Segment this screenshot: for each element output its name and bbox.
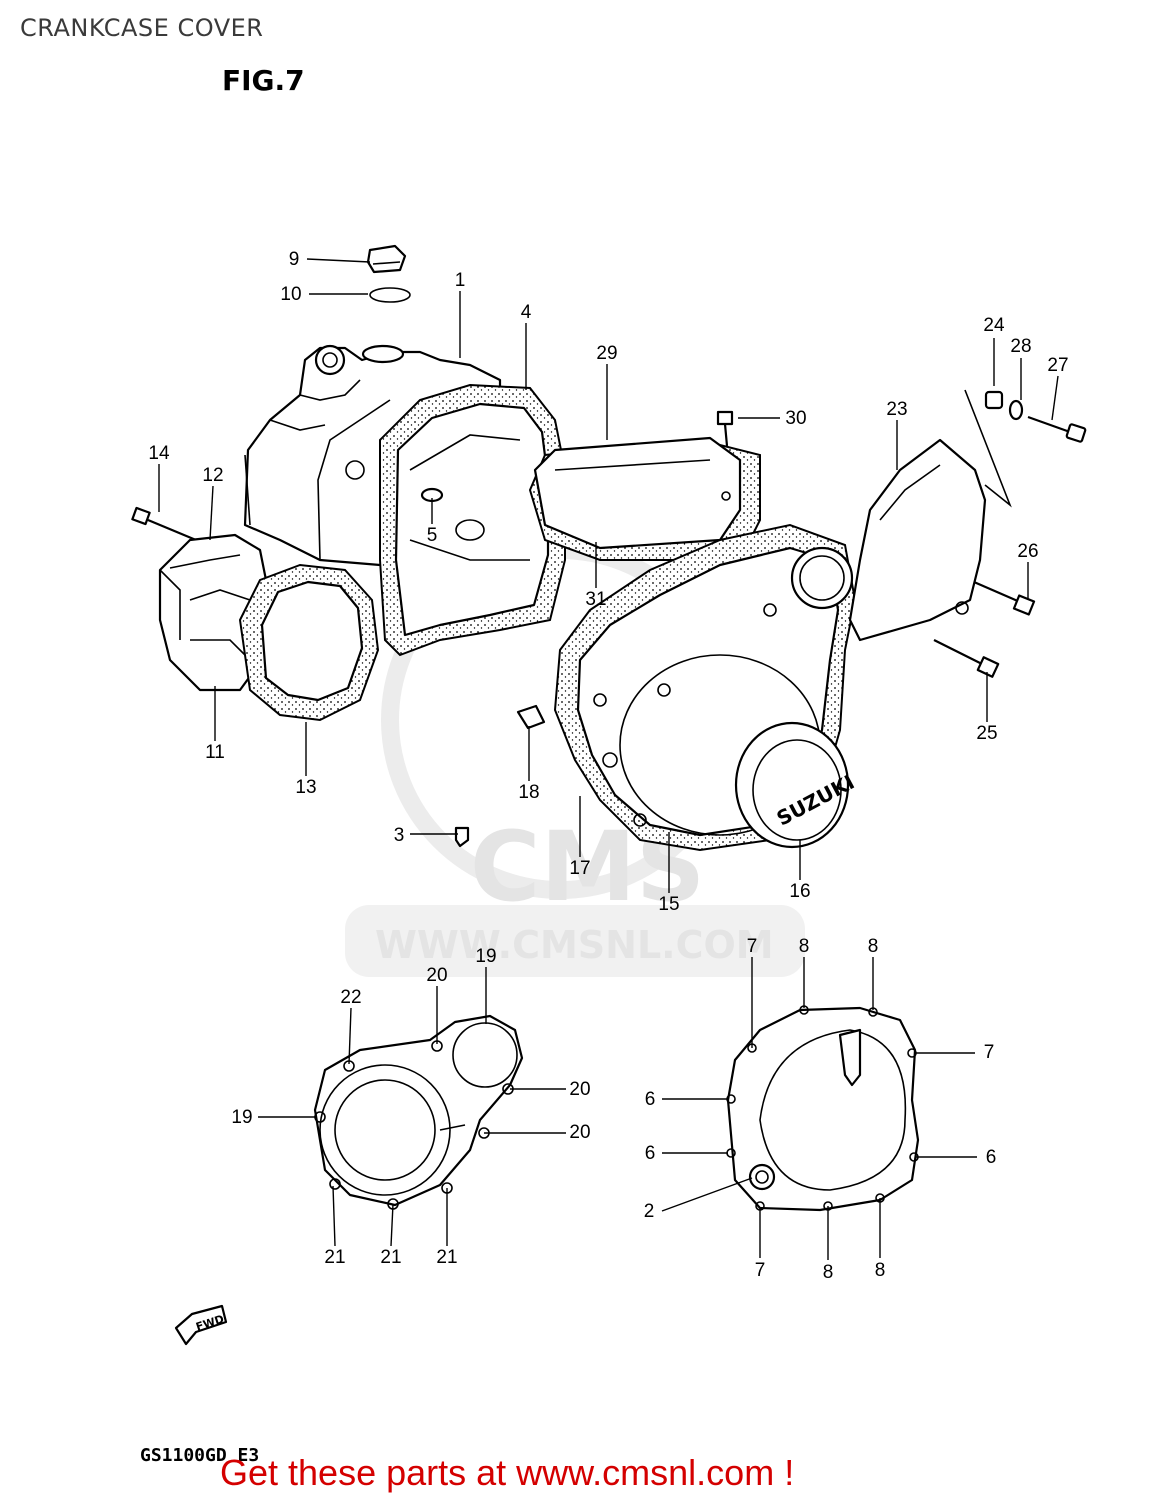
gasket-clutch-side — [726, 1005, 920, 1212]
callout-leader — [390, 1203, 394, 1247]
part-callout-number: 11 — [205, 742, 225, 763]
part-callout-number: 9 — [289, 249, 300, 270]
part-callout-number: 18 — [518, 782, 539, 803]
bolt-26 — [973, 580, 1036, 616]
part-callout-number: 12 — [202, 465, 223, 486]
callout-leader — [348, 1007, 352, 1065]
part-callout-number: 30 — [785, 408, 806, 429]
part-callout-number: 3 — [394, 825, 405, 846]
part-callout-number: 20 — [426, 965, 447, 986]
part-callout-number: 20 — [569, 1079, 590, 1100]
part-callout-number: 21 — [436, 1247, 457, 1268]
part-callout-number: 13 — [295, 777, 316, 798]
part-callout-number: 24 — [983, 315, 1005, 336]
part-callout-number: 6 — [986, 1147, 997, 1168]
watermark-url: WWW.CMSNL.COM — [375, 923, 774, 967]
o-ring — [369, 287, 411, 303]
oil-filler-cap — [366, 244, 411, 303]
part-callout-number: 27 — [1047, 355, 1068, 376]
part-callout-number: 2 — [644, 1201, 655, 1222]
gasket-13 — [238, 563, 380, 722]
generator-cover: SUZUKI — [576, 546, 858, 849]
plug-2 — [748, 1163, 776, 1191]
dowel-pin-18 — [516, 704, 546, 730]
part-callout-number: 7 — [755, 1260, 766, 1281]
part-callout-number: 14 — [148, 443, 170, 464]
part-callout-number: 7 — [984, 1042, 995, 1063]
model-code: GS1100GD E3 — [140, 1445, 260, 1466]
part-callout-number: 26 — [1017, 541, 1038, 562]
gasket-22 — [313, 1014, 524, 1210]
part-callout-number: 19 — [231, 1107, 252, 1128]
bolt-30 — [716, 410, 734, 447]
part-callout-number: 21 — [324, 1247, 345, 1268]
bolt-25 — [933, 639, 1000, 678]
part-callout-number: 29 — [596, 343, 617, 364]
callout-leader — [209, 485, 214, 541]
part-callout-number: 20 — [569, 1122, 590, 1143]
bolt-14 — [131, 506, 197, 542]
bolt-stack-24-28-27 — [964, 389, 1087, 508]
part-callout-number: 7 — [747, 936, 758, 957]
part-callout-number: 25 — [976, 723, 997, 744]
callout-leader — [306, 258, 371, 263]
part-callout-number: 5 — [427, 525, 438, 546]
part-callout-number: 8 — [868, 936, 879, 957]
upper-cover-plate — [528, 436, 761, 561]
fwd-arrow-icon: FWD — [174, 1304, 228, 1346]
crankcase-gasket — [379, 383, 566, 657]
part-callout-number: 23 — [886, 399, 907, 420]
callout-leader — [661, 1177, 753, 1212]
part-callout-number: 28 — [1010, 336, 1031, 357]
figure-label: FIG.7 — [222, 64, 305, 97]
part-callout-number: 4 — [521, 302, 532, 323]
callout-leader — [332, 1185, 336, 1247]
page-title: CRANKCASE COVER — [20, 14, 264, 42]
part-callout-number: 6 — [645, 1143, 656, 1164]
part-callout-number: 1 — [455, 270, 466, 291]
part-callout-number: 22 — [340, 987, 361, 1008]
part-callout-number: 8 — [875, 1260, 886, 1281]
part-callout-number: 8 — [799, 936, 810, 957]
part-callout-number: 31 — [585, 589, 606, 610]
part-callout-number: 19 — [475, 946, 496, 967]
part-callout-number: 21 — [380, 1247, 401, 1268]
screw-3 — [454, 826, 470, 848]
callout-leader — [1051, 375, 1059, 421]
part-callout-number: 16 — [789, 881, 810, 902]
side-cover-23 — [848, 438, 987, 642]
part-callout-number: 10 — [280, 284, 301, 305]
part-callout-number: 15 — [658, 894, 679, 915]
inspection-cap — [790, 546, 854, 610]
promo-link[interactable]: Get these parts at www.cmsnl.com ! — [220, 1452, 795, 1493]
part-callout-number: 8 — [823, 1262, 834, 1283]
part-callout-number: 6 — [645, 1089, 656, 1110]
part-callout-number: 17 — [569, 858, 590, 879]
